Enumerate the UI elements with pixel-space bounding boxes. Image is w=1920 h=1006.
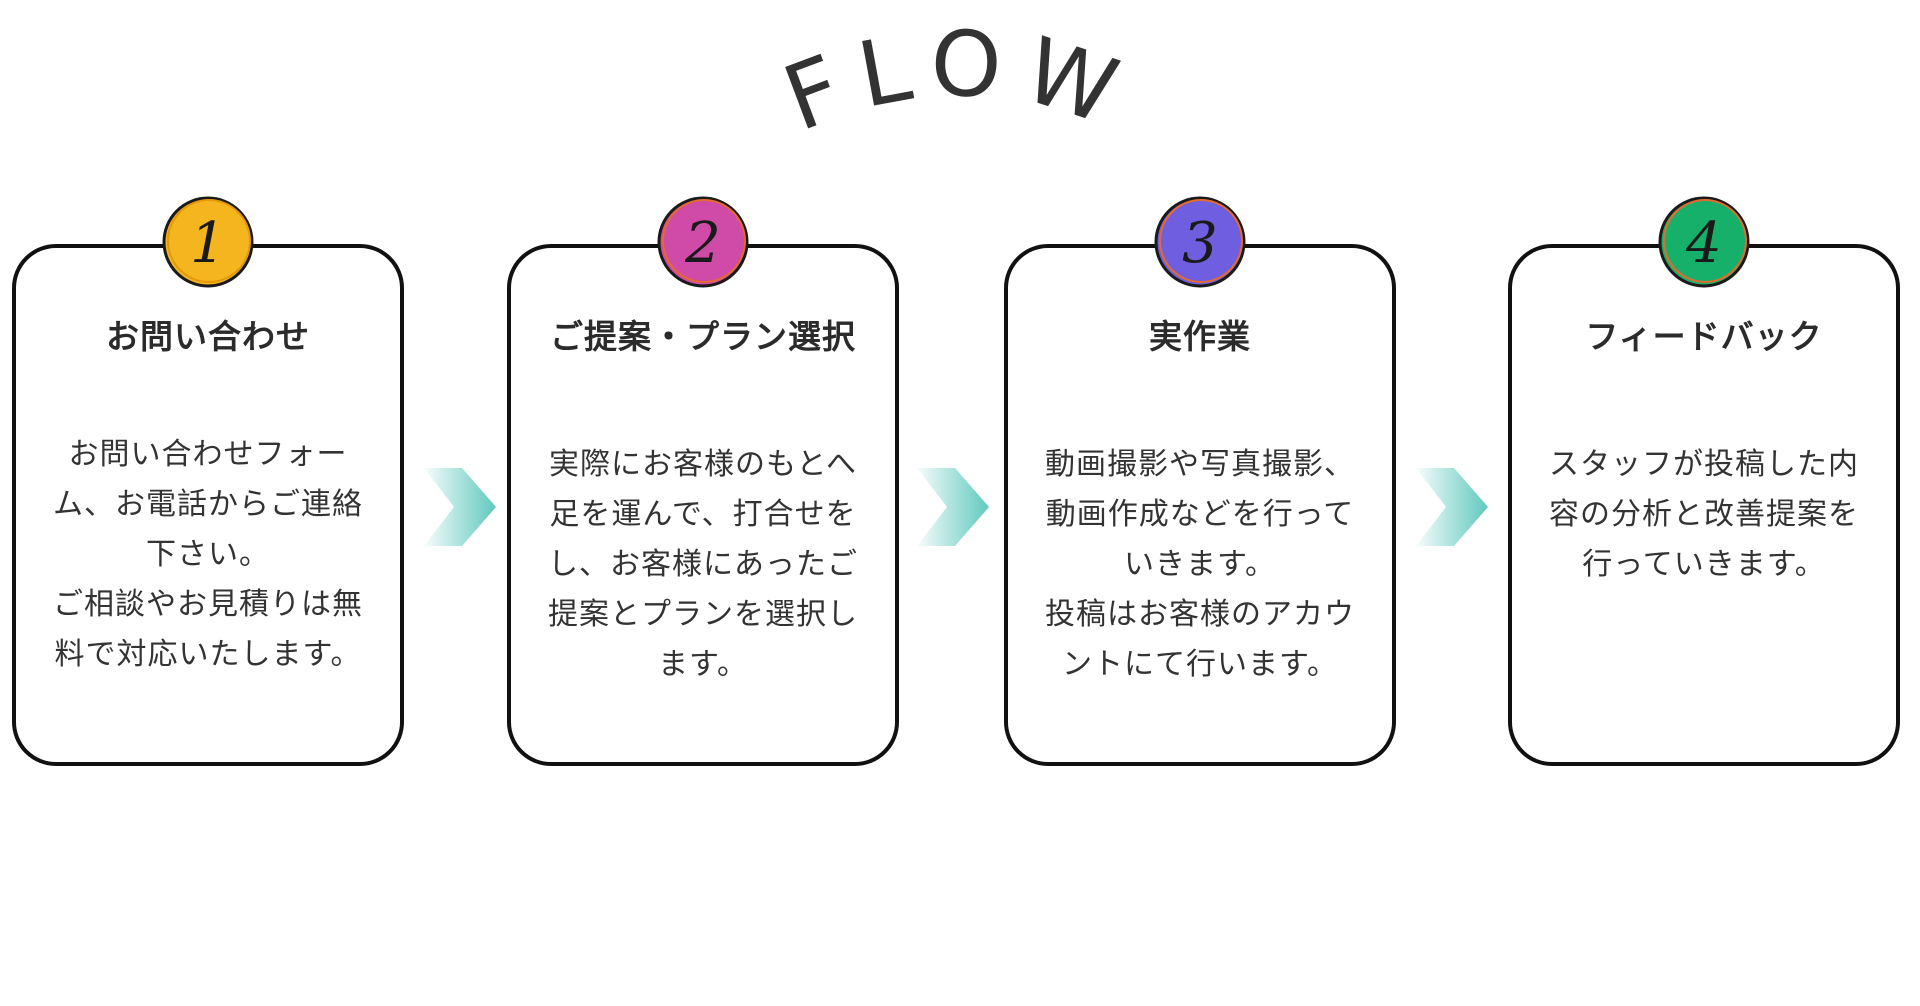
step-description-4: スタッフが投稿した内 容の分析と改善提案を 行っていきます。 xyxy=(1549,447,1859,582)
step-card-1: 1 お問い合わせ お問い合わせフォー ム、お電話からご連絡 下さい。 ご相談やお… xyxy=(12,196,404,766)
step-number-2: 2 xyxy=(684,211,721,276)
step-card-3: 3 実作業 動画撮影や写真撮影、 動画作成などを行って いきます。 投稿はお客様… xyxy=(1004,196,1396,766)
arrow-right-icon xyxy=(424,468,496,546)
step-description-2: 実際にお客様のもとへ 足を運んで、打合せを し、お客様にあったご 提案とプランを… xyxy=(548,447,858,682)
flow-title: FLOW xyxy=(750,8,1170,158)
flow-title-label: FLOW xyxy=(771,11,1128,152)
step-number-4: 4 xyxy=(1685,211,1722,276)
flow-title-text: FLOW xyxy=(771,11,1146,152)
arrow-right-icon xyxy=(1416,468,1488,546)
step-title-4: フィードバック xyxy=(1585,317,1823,356)
step-badge-4: 4 xyxy=(1654,192,1754,292)
step-badge-3: 3 xyxy=(1150,192,1250,292)
step-description-1: お問い合わせフォー ム、お電話からご連絡 下さい。 ご相談やお見積りは無 料で対… xyxy=(53,437,363,672)
step-card-2: 2 ご提案・プラン選択 実際にお客様のもとへ 足を運んで、打合せを し、お客様に… xyxy=(507,196,899,766)
step-card-4: 4 フィードバック スタッフが投稿した内 容の分析と改善提案を 行っていきます。 xyxy=(1508,196,1900,766)
arrow-right-icon xyxy=(917,468,989,546)
step-number-1: 1 xyxy=(190,211,226,276)
step-title-1: お問い合わせ xyxy=(106,317,310,356)
step-badge-1: 1 xyxy=(158,192,258,292)
step-title-3: 実作業 xyxy=(1149,317,1251,356)
step-title-2: ご提案・プラン選択 xyxy=(550,317,856,356)
step-badge-2: 2 xyxy=(653,192,753,292)
step-number-3: 3 xyxy=(1182,211,1218,276)
step-description-3: 動画撮影や写真撮影、 動画作成などを行って いきます。 投稿はお客様のアカウ ン… xyxy=(1045,447,1355,682)
